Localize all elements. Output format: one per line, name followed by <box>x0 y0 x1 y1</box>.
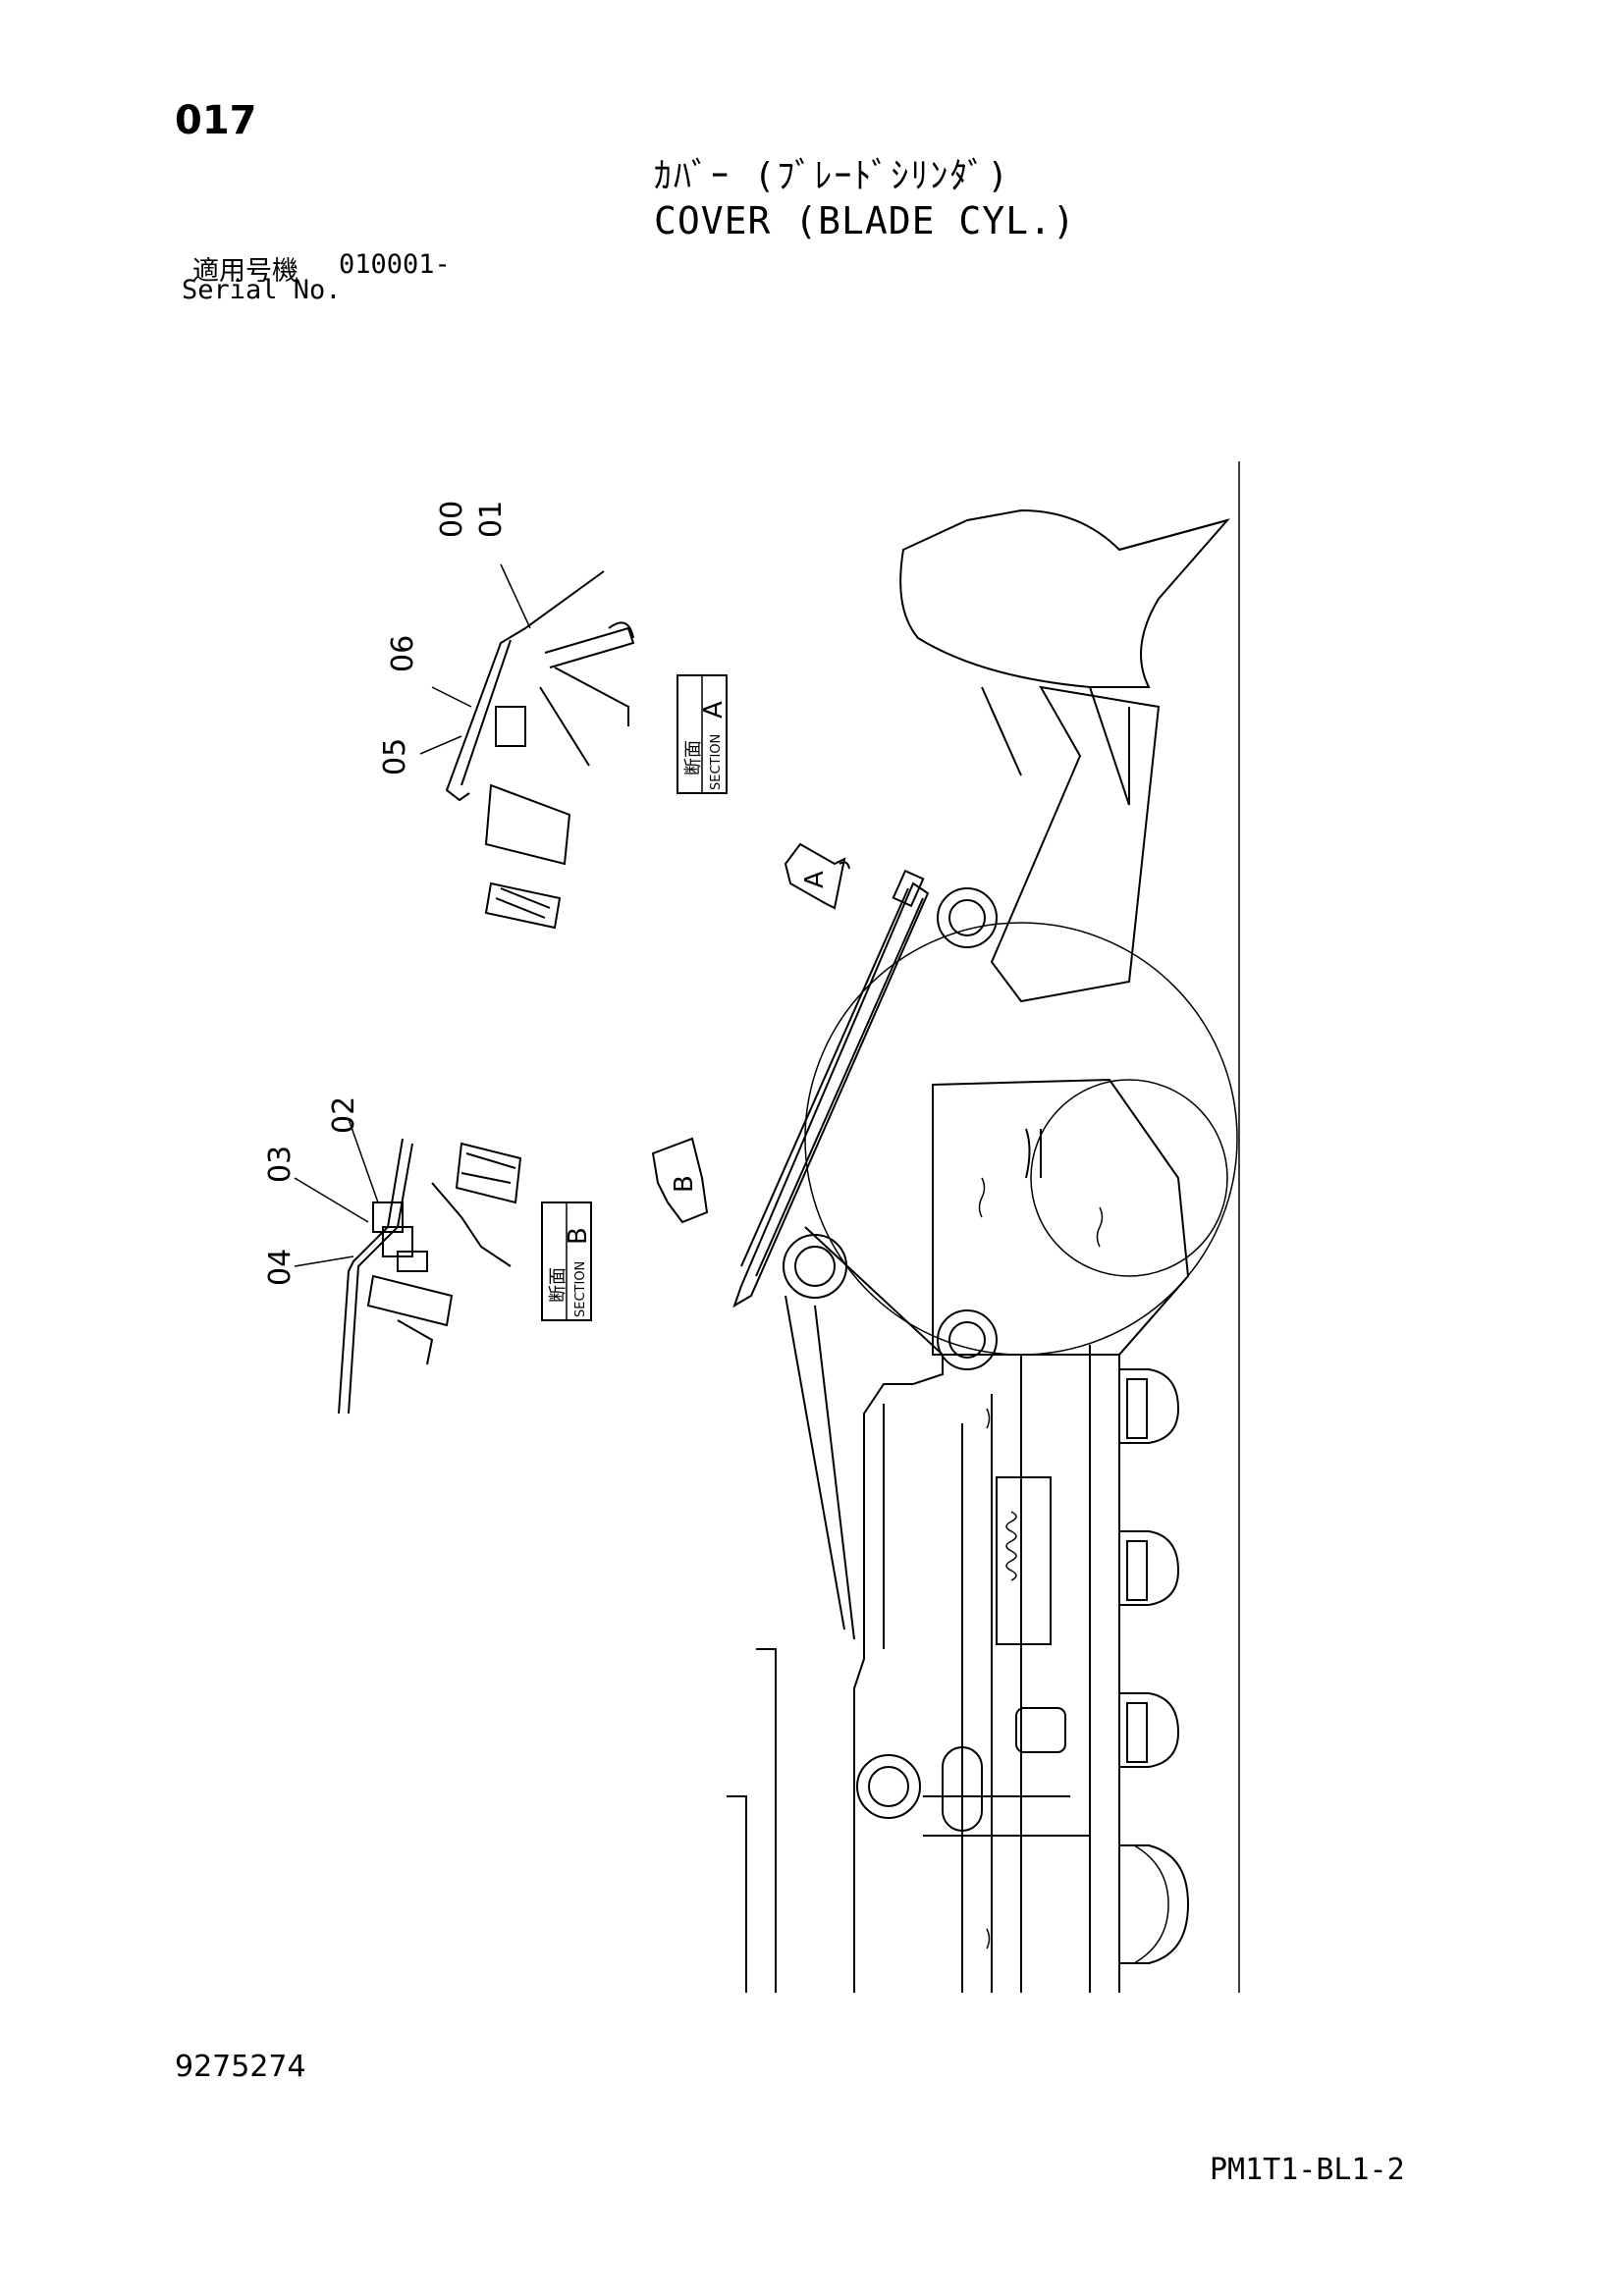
drawing-number: 9275274 <box>175 2050 306 2084</box>
title-japanese: ｶﾊﾞｰ (ﾌﾞﾚｰﾄﾞｼﾘﾝﾀﾞ) <box>654 156 1011 196</box>
page-number: 017 <box>175 98 257 143</box>
section-a-label: 断面 SECTION A <box>677 674 729 794</box>
callout-02: 02 <box>327 1096 361 1134</box>
view-marker-b: B <box>670 1175 699 1193</box>
serial-label-english: Serial No. <box>182 275 342 305</box>
callout-03: 03 <box>263 1146 298 1183</box>
title-english: COVER (BLADE CYL.) <box>654 199 1076 242</box>
serial-label-japanese: 適用号機 <box>192 256 298 287</box>
callout-04: 04 <box>263 1249 298 1286</box>
serial-value: 010001- <box>339 249 451 280</box>
view-arrow-b: B <box>651 1137 709 1224</box>
view-arrow-a: A <box>784 842 850 910</box>
callout-05: 05 <box>378 738 412 775</box>
callout-00: 00 <box>435 501 469 538</box>
callout-06: 06 <box>386 635 420 672</box>
callout-01: 01 <box>474 501 509 538</box>
section-b-label: 断面 SECTION B <box>541 1201 593 1321</box>
view-marker-a: A <box>800 871 830 888</box>
section-b-en: SECTION <box>573 1261 588 1317</box>
section-a-en: SECTION <box>709 734 724 790</box>
section-a-ja: 断面 <box>683 740 704 775</box>
section-a-letter: A <box>699 701 729 719</box>
page-code: PM1T1-BL1-2 <box>1210 2153 1405 2187</box>
section-b-letter: B <box>564 1227 593 1245</box>
section-b-ja: 断面 <box>548 1267 568 1303</box>
